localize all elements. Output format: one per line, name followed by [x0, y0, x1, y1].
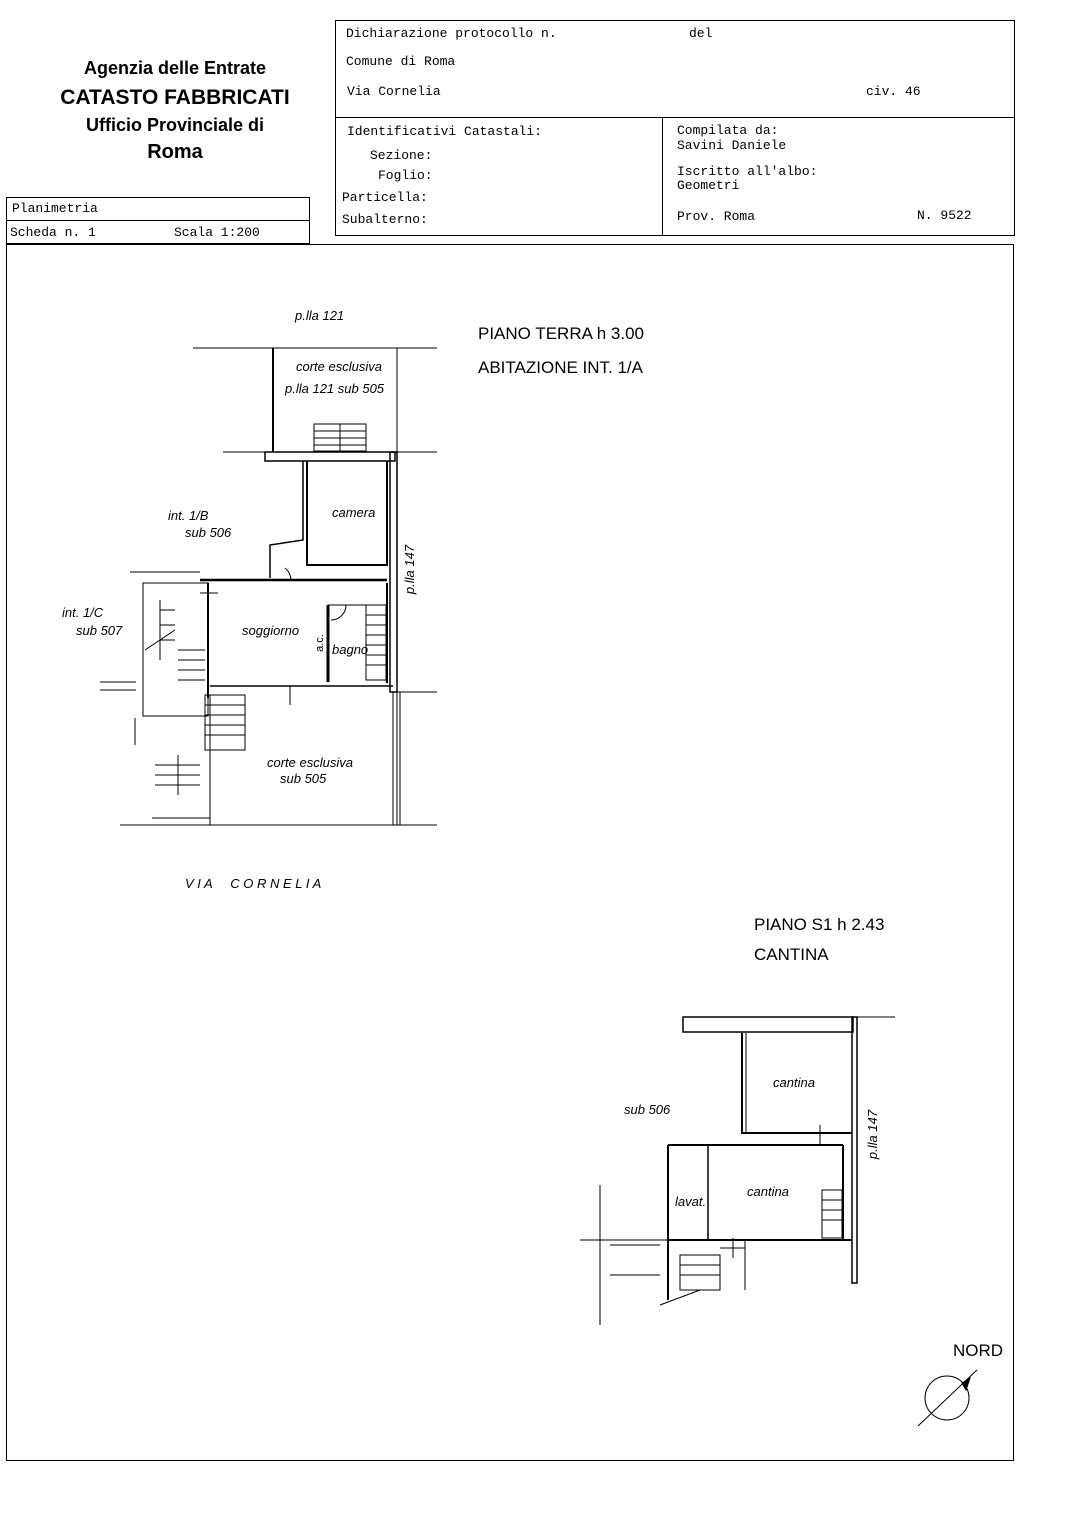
label-sub-507: sub 507 — [76, 623, 123, 638]
label-ac: a.c. — [313, 634, 326, 652]
sheet-scale: Scala 1:200 — [174, 225, 260, 240]
registration-number: N. 9522 — [917, 208, 972, 223]
sezione-label: Sezione: — [370, 148, 433, 163]
label-lavatoio: lavat. — [675, 1194, 707, 1209]
label-bagno: bagno — [332, 642, 369, 657]
label-int-1c: int. 1/C — [62, 605, 104, 620]
label-plla-121: p.lla 121 — [295, 308, 345, 323]
label-sub-506: sub 506 — [624, 1102, 671, 1117]
label-via-cornelia: V I A C O R N E L I A — [185, 876, 322, 891]
ground-floor-title: PIANO TERRA h 3.00 — [478, 324, 644, 343]
protocol-label: Dichiarazione protocollo n. — [346, 26, 557, 41]
label-corte-top: corte esclusiva — [296, 359, 382, 374]
north-arrow-icon — [917, 1369, 978, 1427]
albo-value: Geometri — [677, 178, 740, 193]
label-sub-506: sub 506 — [185, 525, 232, 540]
drawing-frame — [6, 244, 1014, 1461]
divider — [335, 117, 1015, 118]
label-corte-top-sub: p.lla 121 sub 505 — [285, 381, 385, 396]
label-cantina-2: cantina — [747, 1184, 789, 1199]
province: Prov. Roma — [677, 209, 756, 224]
compiler-label: Compilata da: — [677, 123, 779, 138]
subalterno-label: Subalterno: — [342, 212, 428, 227]
sheet-type: Planimetria — [12, 201, 98, 216]
particella-label: Particella: — [342, 190, 428, 205]
basement-plan — [580, 1016, 895, 1325]
civic-number: civ. 46 — [866, 84, 921, 99]
agency-name: Agenzia delle Entrate — [83, 58, 267, 78]
divider — [662, 117, 663, 236]
foglio-label: Foglio: — [378, 168, 433, 183]
registry-name: CATASTO FABBRICATI — [60, 86, 290, 109]
comune: Comune di Roma — [346, 54, 456, 69]
office-city: Roma — [147, 141, 203, 163]
albo-label: Iscritto all'albo: — [677, 164, 818, 179]
label-cantina-1: cantina — [773, 1075, 815, 1090]
label-corte-bottom-sub: sub 505 — [280, 771, 327, 786]
label-int-1b: int. 1/B — [168, 508, 209, 523]
office-name: Ufficio Provinciale di — [85, 115, 265, 135]
divider — [6, 220, 310, 221]
label-soggiorno: soggiorno — [242, 623, 300, 638]
label-camera: camera — [332, 505, 376, 520]
identifiers-title: Identificativi Catastali: — [347, 124, 543, 139]
basement-subtitle: CANTINA — [754, 945, 829, 964]
sheet-number: Scheda n. 1 — [10, 225, 96, 240]
ground-floor-subtitle: ABITAZIONE INT. 1/A — [478, 358, 643, 377]
basement-title: PIANO S1 h 2.43 — [754, 915, 885, 934]
label-plla-147: p.lla 147 — [865, 1109, 881, 1160]
protocol-date-label: del — [689, 26, 713, 41]
label-corte-bottom: corte esclusiva — [267, 755, 353, 770]
compiler-name: Savini Daniele — [677, 138, 787, 153]
declaration-box — [335, 20, 1015, 236]
street: Via Cornelia — [347, 84, 441, 99]
ground-floor-plan — [100, 347, 437, 826]
label-plla-147: p.lla 147 — [402, 544, 418, 595]
north-label: NORD — [953, 1341, 1004, 1360]
